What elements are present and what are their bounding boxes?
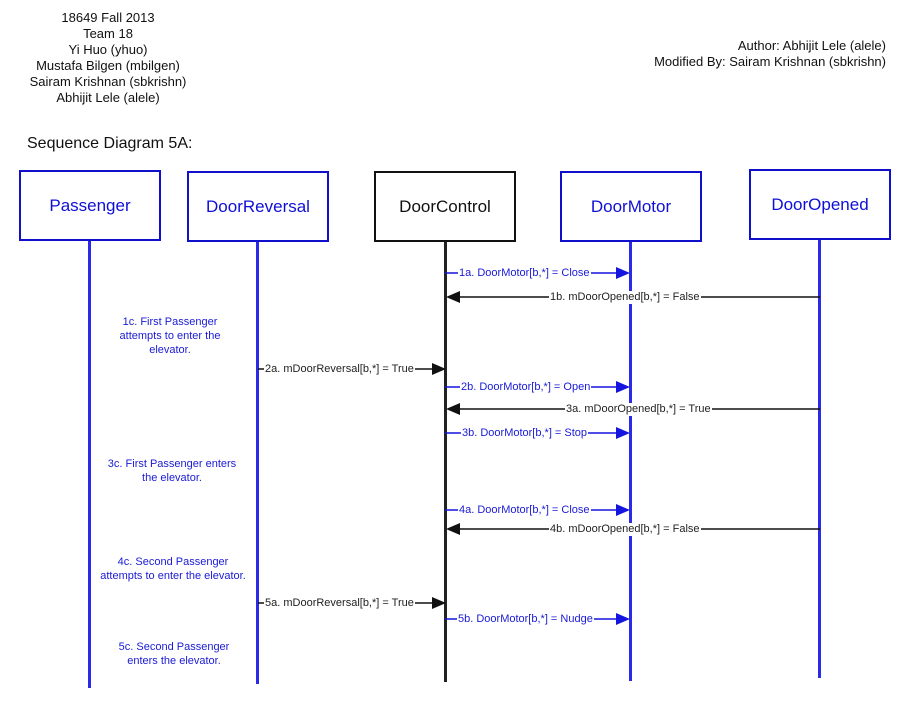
note-line: the elevator. <box>142 472 202 484</box>
course-line: 18649 Fall 2013 <box>61 10 155 25</box>
member-line: Abhijit Lele (alele) <box>56 90 160 105</box>
msg-label-4a: 4a. DoorMotor[b,*] = Close <box>458 504 591 517</box>
lifeline-dooropened <box>818 239 821 678</box>
lifeline-doorreversal <box>256 241 259 684</box>
note-4c: 4c. Second Passenger attempts to enter t… <box>84 555 262 583</box>
note-line: 5c. Second Passenger <box>118 641 230 653</box>
note-line: 1c. First Passenger <box>122 316 218 328</box>
actor-label: DoorMotor <box>590 196 672 216</box>
actor-label: Passenger <box>49 195 131 215</box>
msg-label-5b: 5b. DoorMotor[b,*] = Nudge <box>457 613 594 626</box>
msg-label-5a: 5a. mDoorReversal[b,*] = True <box>264 597 415 610</box>
diagram-title: Sequence Diagram 5A: <box>27 135 193 152</box>
actor-doorreversal: DoorReversal <box>187 171 329 242</box>
note-line: attempts to enter the elevator. <box>100 570 246 582</box>
msg-label-1a: 1a. DoorMotor[b,*] = Close <box>458 267 591 280</box>
note-1c: 1c. First Passenger attempts to enter th… <box>84 315 256 357</box>
actor-passenger: Passenger <box>19 170 161 241</box>
lifeline-passenger <box>88 240 91 688</box>
actor-doormotor: DoorMotor <box>560 171 702 242</box>
member-line: Sairam Krishnan (sbkrishn) <box>29 74 187 89</box>
author-info: Author: Abhijit Lele (alele) Modified By… <box>654 38 886 70</box>
note-line: attempts to enter the <box>119 330 221 342</box>
actor-dooropened: DoorOpened <box>749 169 891 240</box>
actor-label: DoorOpened <box>771 194 869 214</box>
team-line: Team 18 <box>83 26 133 41</box>
msg-label-2a: 2a. mDoorReversal[b,*] = True <box>264 363 415 376</box>
note-5c: 5c. Second Passenger enters the elevator… <box>84 640 264 668</box>
note-line: enters the elevator. <box>127 655 221 667</box>
note-line: 4c. Second Passenger <box>117 556 229 568</box>
member-line: Mustafa Bilgen (mbilgen) <box>36 58 180 73</box>
modified-by-line: Modified By: Sairam Krishnan (sbkrishn) <box>654 54 886 69</box>
actor-doorcontrol: DoorControl <box>374 171 516 242</box>
note-line: 3c. First Passenger enters <box>107 458 237 470</box>
team-info: 18649 Fall 2013 Team 18 Yi Huo (yhuo) Mu… <box>8 10 208 106</box>
actor-label: DoorReversal <box>206 196 310 216</box>
msg-label-1b: 1b. mDoorOpened[b,*] = False <box>549 291 701 304</box>
msg-label-3b: 3b. DoorMotor[b,*] = Stop <box>461 427 589 440</box>
msg-label-4b: 4b. mDoorOpened[b,*] = False <box>549 523 701 536</box>
actor-label: DoorControl <box>399 196 491 216</box>
note-line: elevator. <box>149 344 191 356</box>
msg-label-3a: 3a. mDoorOpened[b,*] = True <box>565 403 712 416</box>
msg-label-2b: 2b. DoorMotor[b,*] = Open <box>460 381 592 394</box>
member-line: Yi Huo (yhuo) <box>68 42 148 57</box>
note-3c: 3c. First Passenger enters the elevator. <box>84 457 260 485</box>
lifeline-doorcontrol <box>444 241 447 682</box>
author-line: Author: Abhijit Lele (alele) <box>737 38 886 53</box>
lifeline-doormotor <box>629 241 632 681</box>
